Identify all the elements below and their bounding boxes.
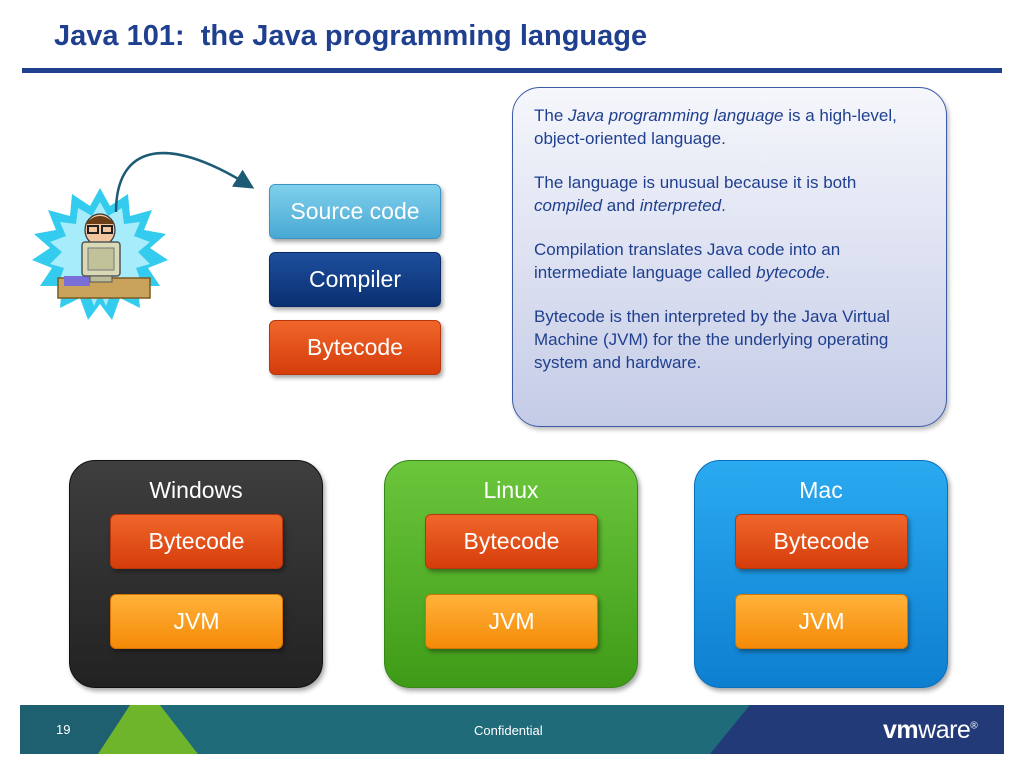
info-text: . [721, 196, 726, 215]
platform-jvm-box: JVM [735, 594, 908, 649]
platform-mac: Mac Bytecode JVM [694, 460, 948, 688]
platform-label: Linux [483, 477, 539, 503]
flow-arrow-icon [114, 151, 255, 213]
platform-bytecode-box: Bytecode [110, 514, 283, 569]
info-paragraph-2: The language is unusual because it is bo… [534, 171, 926, 217]
logo-registered-mark: ® [970, 720, 978, 732]
info-text: The language is unusual because it is bo… [534, 173, 857, 192]
confidential-label: Confidential [474, 723, 543, 738]
source-code-box: Source code [269, 184, 441, 239]
platform-label: Mac [799, 477, 843, 503]
info-text: . [825, 263, 830, 282]
logo-text: vm [883, 716, 919, 744]
slide-number: 19 [56, 722, 71, 737]
slide-title: Java 101: the Java programming language [54, 20, 648, 52]
footer-bar: 19 Confidential vmware® [20, 705, 1004, 754]
info-text: The [534, 106, 569, 125]
info-emphasis: compiled [534, 196, 603, 215]
platform-jvm-box: JVM [425, 594, 598, 649]
info-text: and [602, 196, 640, 215]
platform-label: Windows [149, 477, 243, 503]
logo-text: ware [918, 716, 971, 744]
info-paragraph-3: Compilation translates Java code into an… [534, 238, 926, 284]
info-emphasis: bytecode [756, 263, 826, 282]
info-paragraph-4: Bytecode is then interpreted by the Java… [534, 307, 890, 372]
platform-windows: Windows Bytecode JVM [69, 460, 323, 688]
compiler-box: Compiler [269, 252, 441, 307]
vmware-logo: vmware® [883, 716, 978, 745]
title-divider [22, 68, 1002, 73]
platform-bytecode-box: Bytecode [425, 514, 598, 569]
info-panel: The Java programming language is a high-… [512, 87, 947, 427]
footer-background [20, 705, 1004, 754]
info-emphasis: interpreted [639, 196, 722, 215]
info-emphasis: Java programming language [568, 106, 784, 125]
info-paragraph-1: The Java programming language is a high-… [534, 104, 926, 150]
platform-bytecode-box: Bytecode [735, 514, 908, 569]
platform-linux: Linux Bytecode JVM [384, 460, 638, 688]
info-text: is a high-level, object-oriented languag… [534, 106, 897, 148]
bytecode-box: Bytecode [269, 320, 441, 375]
programmer-clipart-icon [32, 188, 168, 320]
info-text: Compilation translates Java code into an… [534, 240, 841, 282]
platform-jvm-box: JVM [110, 594, 283, 649]
